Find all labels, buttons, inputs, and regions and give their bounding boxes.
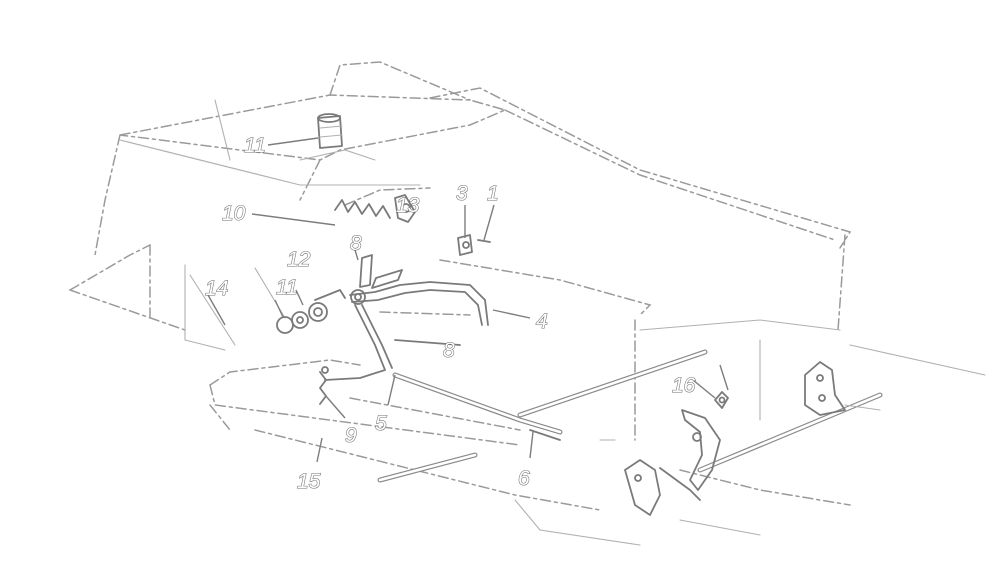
tension-spring [319,366,329,405]
lower-bracket [599,439,701,516]
ratchet-spring [334,194,416,223]
callout-11-roller: 11 [276,276,298,299]
callout-16: 16 [672,374,696,397]
roller-assembly [276,289,346,334]
callout-1: 1 [487,182,499,205]
callout-4: 4 [536,310,548,333]
callout-6: 6 [518,467,530,490]
callout-14: 14 [205,277,228,300]
callout-12: 12 [287,248,311,271]
hood-housing [94,61,986,376]
drive-rods [377,349,883,483]
leader-lines [207,137,729,463]
deck-plate [209,359,851,546]
control-lever-linkage [324,254,489,381]
center-mechanism-box [344,187,841,441]
callout-9: 9 [345,424,357,447]
callout-15: 15 [297,470,321,493]
right-cam-lever [681,361,881,491]
callout-labels: 11 10 13 3 1 8 12 11 14 4 8 9 5 15 6 16 [204,133,696,493]
callout-3: 3 [456,182,468,205]
callout-8-lower: 8 [443,339,455,362]
callout-11-cap: 11 [244,134,266,157]
pivot-bolt [457,234,491,256]
callout-5: 5 [375,412,387,435]
callout-13: 13 [396,194,420,217]
callout-10: 10 [222,202,246,225]
callout-8-upper: 8 [350,232,362,255]
filler-cap [299,113,376,161]
left-side-panel [69,244,286,351]
